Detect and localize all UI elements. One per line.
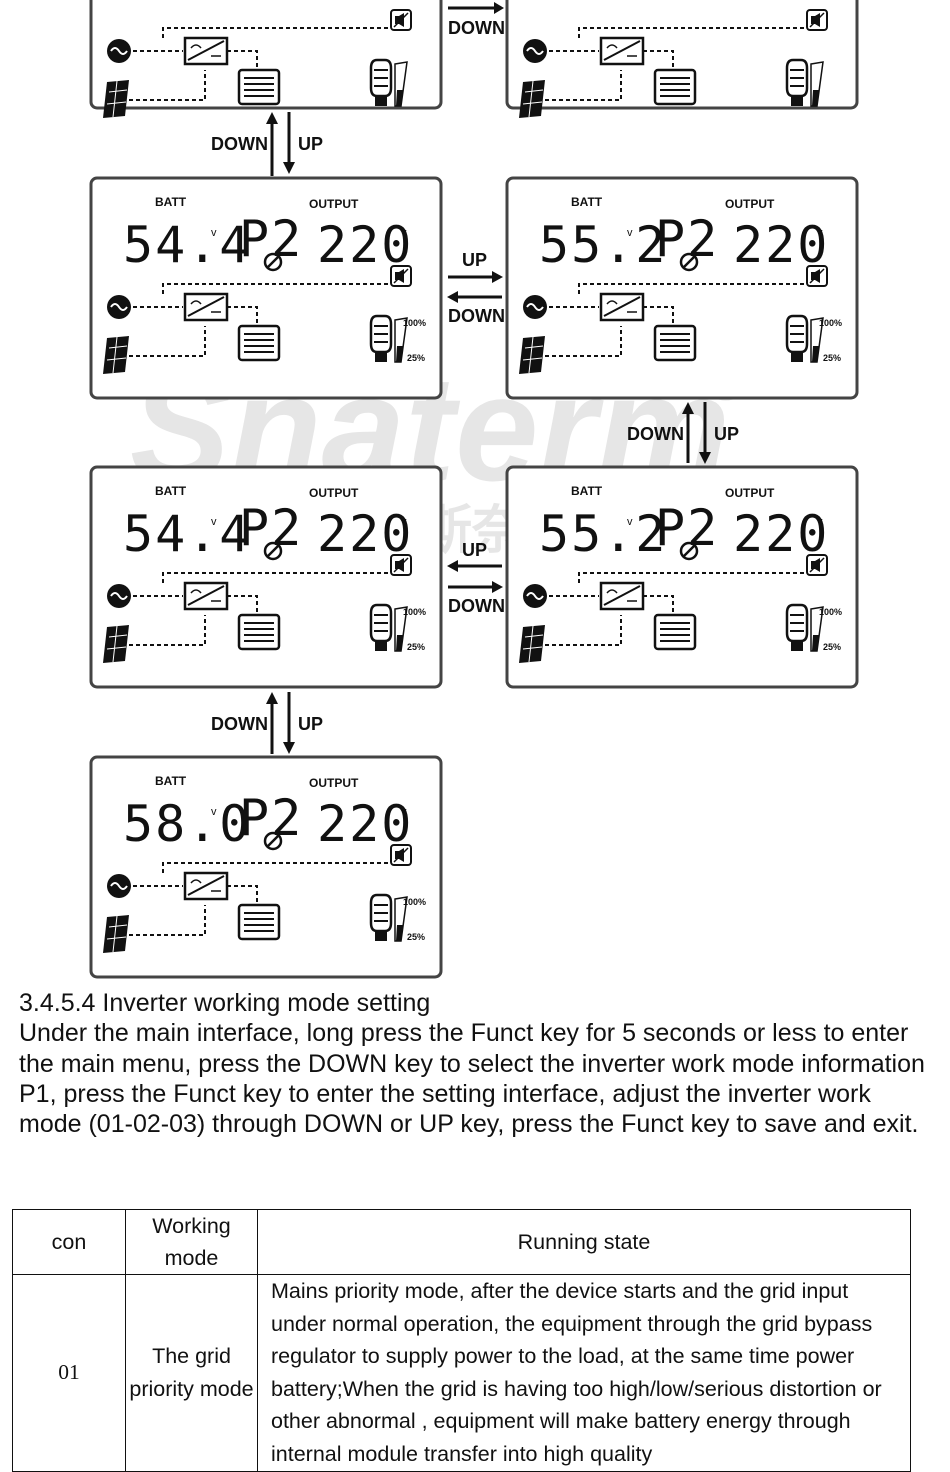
arrow-label-up: UP [298, 134, 323, 154]
load-100-label: 100% [403, 607, 426, 617]
output-label: OUTPUT [725, 486, 775, 500]
working-mode-table: con Working mode Running state 01 The gr… [12, 1209, 911, 1472]
output-label: OUTPUT [309, 776, 359, 790]
arrow-label-up: UP [714, 424, 739, 444]
lcd-screen-1 [505, 0, 859, 120]
volt-unit: v [211, 227, 217, 239]
section-heading: 3.4.5.4 Inverter working mode setting [19, 989, 431, 1017]
arrow-label-down: DOWN [211, 134, 268, 154]
mode-code-readout: P2 [655, 210, 719, 268]
arrow-vertical-3: DOWN UP [211, 692, 323, 754]
volt-unit: v [211, 516, 217, 528]
row-running-state: Mains priority mode, after the device st… [257, 1274, 911, 1472]
batt-voltage-readout: 55.2 [539, 505, 667, 563]
output-label: OUTPUT [725, 197, 775, 211]
load-100-label: 100% [819, 318, 842, 328]
wrench-icon [679, 252, 699, 272]
arrow-horizontal-2: UP DOWN [447, 540, 505, 616]
lcd-screen-3: BATT OUTPUT 55.2 v P2 220 v 100% 25% [505, 176, 859, 400]
volt-unit: v [817, 227, 823, 239]
output-voltage-readout: 220 [733, 216, 829, 274]
lcd-navigation-diagram: Snaterm ® 斯奈特能源 BATT OUTPUT 54.4 v P2 22… [89, 0, 859, 979]
load-100-label: 100% [403, 897, 426, 907]
volt-unit: v [627, 516, 633, 528]
mode-code-readout: P2 [239, 210, 303, 268]
volt-unit: v [401, 806, 407, 818]
arrow-label-down: DOWN [448, 596, 505, 616]
batt-label: BATT [571, 195, 603, 209]
batt-voltage-readout: 54.4 [123, 216, 251, 274]
volt-unit: v [817, 516, 823, 528]
row-con: 01 [12, 1274, 126, 1472]
batt-label: BATT [155, 484, 187, 498]
lcd-screen-2: BATT OUTPUT 54.4 v P2 220 v 100% 25% [89, 176, 443, 400]
batt-voltage-readout: 58.0 [123, 795, 251, 853]
table-row: 01 The grid priority mode Mains priority… [12, 1274, 911, 1472]
arrow-vertical-1: DOWN UP [211, 112, 323, 176]
volt-unit: v [211, 806, 217, 818]
load-25-label: 25% [407, 353, 425, 363]
batt-label: BATT [571, 484, 603, 498]
lcd-screen-6: BATT OUTPUT 58.0 v P2 220 v 100% 25% [89, 755, 443, 979]
mode-code-readout: P2 [239, 499, 303, 557]
load-25-label: 25% [407, 932, 425, 942]
load-25-label: 25% [823, 642, 841, 652]
arrow-label-down: DOWN [448, 306, 505, 326]
arrow-down-right-top: DOWN [448, 2, 505, 38]
arrow-label-up: UP [462, 250, 487, 270]
wrench-icon [679, 541, 699, 561]
arrow-vertical-2: DOWN UP [627, 402, 739, 464]
load-100-label: 100% [403, 318, 426, 328]
volt-unit: v [401, 516, 407, 528]
row-working-mode: The grid priority mode [125, 1274, 258, 1472]
table-header-row: con Working mode Running state [12, 1209, 911, 1275]
batt-voltage-readout: 54.4 [123, 505, 251, 563]
wrench-icon [263, 831, 283, 851]
wrench-icon [263, 252, 283, 272]
volt-unit: v [627, 227, 633, 239]
load-100-label: 100% [819, 607, 842, 617]
arrow-label-up: UP [462, 540, 487, 560]
arrow-label-down: DOWN [627, 424, 684, 444]
output-voltage-readout: 220 [733, 505, 829, 563]
header-con: con [12, 1209, 126, 1275]
batt-label: BATT [155, 774, 187, 788]
mode-code-readout: P2 [239, 789, 303, 847]
batt-voltage-readout: 55.2 [539, 216, 667, 274]
lcd-screen-4: BATT OUTPUT 54.4 v P2 220 v 100% 25% [89, 465, 443, 689]
output-voltage-readout: 220 [317, 505, 413, 563]
wrench-icon [263, 541, 283, 561]
output-voltage-readout: 220 [317, 795, 413, 853]
arrow-horizontal-1: UP DOWN [447, 250, 505, 326]
section-text: 3.4.5.4 Inverter working mode setting Un… [19, 988, 934, 1139]
header-running-state: Running state [257, 1209, 911, 1275]
load-25-label: 25% [407, 642, 425, 652]
batt-label: BATT [155, 195, 187, 209]
volt-unit: v [401, 227, 407, 239]
arrow-label-up: UP [298, 714, 323, 734]
lcd-screen-5: BATT OUTPUT 55.2 v P2 220 v 100% 25% [505, 465, 859, 689]
arrow-label-down: DOWN [211, 714, 268, 734]
mode-code-readout: P2 [655, 499, 719, 557]
section-body: Under the main interface, long press the… [19, 1019, 925, 1139]
lcd-screen-0 [89, 0, 443, 120]
output-label: OUTPUT [309, 486, 359, 500]
output-label: OUTPUT [309, 197, 359, 211]
output-voltage-readout: 220 [317, 216, 413, 274]
arrow-label-down: DOWN [448, 18, 505, 38]
header-working-mode: Working mode [125, 1209, 258, 1275]
load-25-label: 25% [823, 353, 841, 363]
